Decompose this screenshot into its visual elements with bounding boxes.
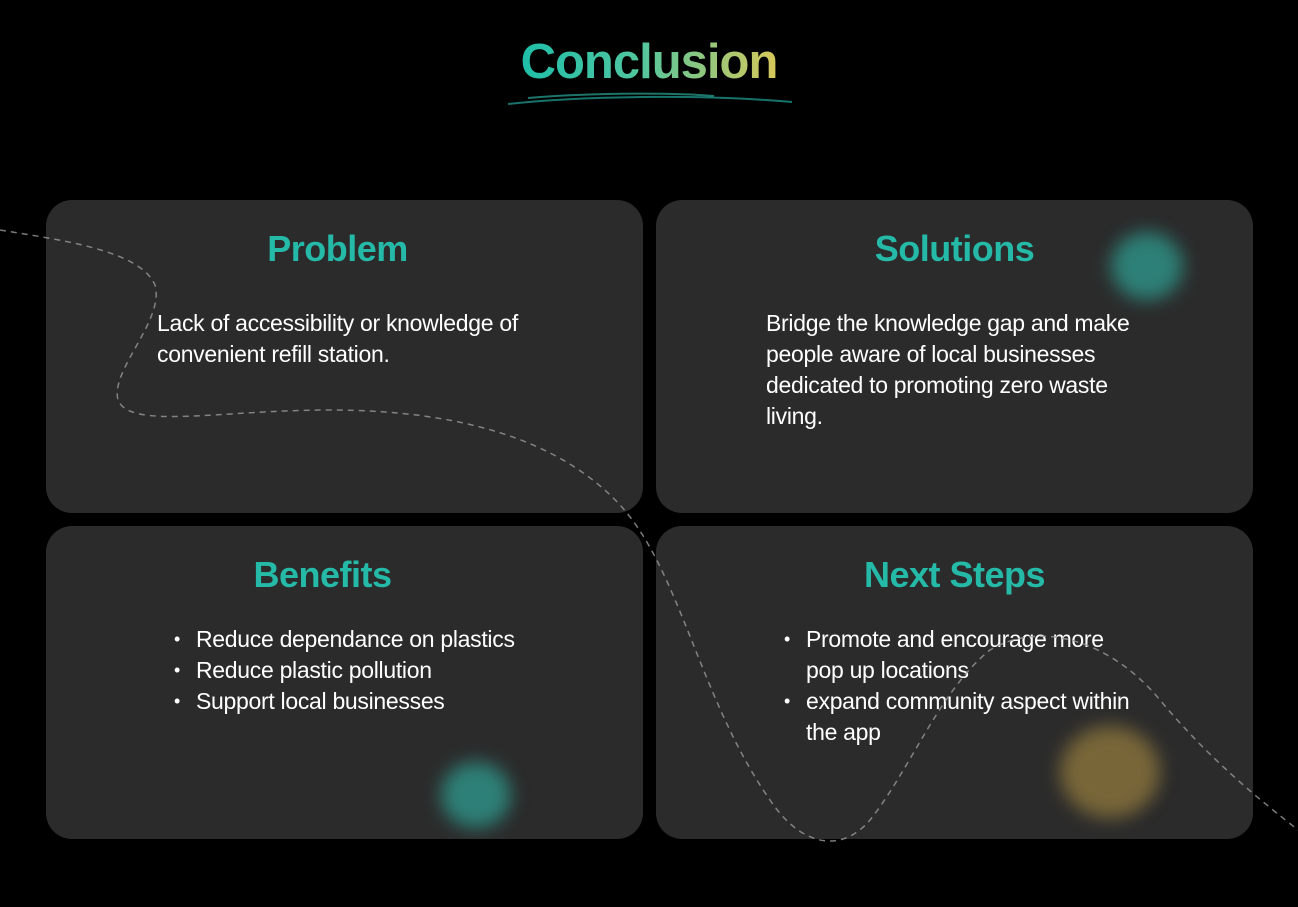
next-step-2-line-1: expand community aspect within	[806, 688, 1130, 714]
solutions-heading: Solutions	[874, 228, 1035, 269]
title-underline-decoration	[507, 92, 793, 105]
list-item: Reduce plastic pollution	[172, 655, 515, 686]
solutions-card: Solutions Bridge the knowledge gap and m…	[656, 200, 1253, 513]
next-steps-card: Next Steps Promote and encourage more po…	[656, 526, 1253, 839]
solutions-line-1: Bridge the knowledge gap and make	[766, 310, 1130, 336]
problem-line-1: Lack of accessibility or knowledge of	[157, 310, 518, 336]
benefits-card: Benefits Reduce dependance on plastics R…	[46, 526, 643, 839]
solutions-line-4: living.	[766, 403, 823, 429]
list-item: expand community aspect within the app	[782, 686, 1130, 748]
next-steps-heading: Next Steps	[863, 554, 1046, 595]
benefits-heading: Benefits	[253, 554, 392, 595]
problem-heading: Problem	[267, 228, 408, 269]
list-item: Support local businesses	[172, 686, 515, 717]
next-step-2-line-2: the app	[806, 719, 881, 745]
next-step-1-line-1: Promote and encourage more	[806, 626, 1104, 652]
page-title: Conclusion	[520, 35, 779, 89]
list-item: Reduce dependance on plastics	[172, 624, 515, 655]
benefits-list: Reduce dependance on plastics Reduce pla…	[172, 624, 515, 717]
teal-glow-decoration	[441, 762, 511, 828]
solutions-text: Bridge the knowledge gap and make people…	[766, 308, 1130, 432]
list-item: Promote and encourage more pop up locati…	[782, 624, 1129, 686]
solutions-line-3: dedicated to promoting zero waste	[766, 372, 1108, 398]
problem-text: Lack of accessibility or knowledge of co…	[157, 308, 518, 370]
problem-line-2: convenient refill station.	[157, 341, 390, 367]
next-step-1-line-2: pop up locations	[806, 657, 969, 683]
next-steps-list: Promote and encourage more pop up locati…	[782, 624, 1130, 748]
solutions-line-2: people aware of local businesses	[766, 341, 1096, 367]
problem-card: Problem Lack of accessibility or knowled…	[46, 200, 643, 513]
